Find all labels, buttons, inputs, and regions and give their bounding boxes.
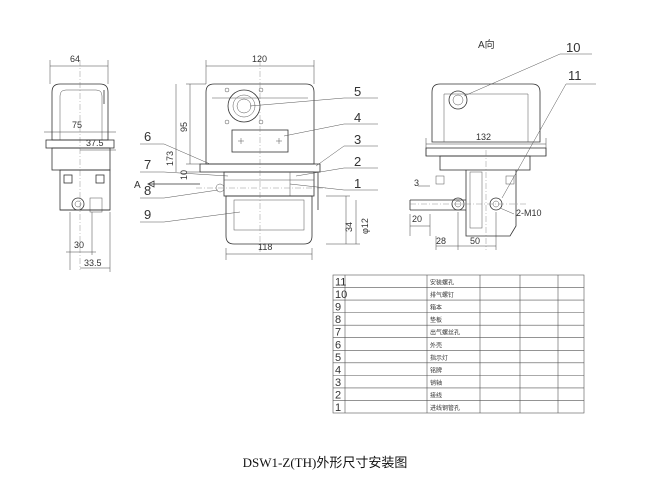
dim-front-118: 118: [258, 242, 272, 252]
bom-row-name: 外壳: [430, 341, 442, 349]
callout-9: 9: [144, 207, 151, 222]
bom-row-name: 接线: [430, 391, 442, 399]
bom-row-number: 1: [335, 402, 341, 414]
dim-view-3: 3: [414, 178, 419, 188]
callout-1: 1: [354, 176, 361, 191]
dim-side-width: 64: [70, 54, 80, 64]
bom-row-number: 11: [335, 277, 346, 289]
front-view: 120 95 173 10: [134, 54, 370, 260]
callout-10: 10: [566, 40, 580, 55]
callout-6: 6: [144, 129, 151, 144]
dim-view-50: 50: [470, 236, 480, 246]
bom-row-name: 铭牌: [430, 366, 442, 374]
callout-4: 4: [354, 110, 361, 125]
bom-row-number: 9: [335, 302, 341, 314]
callout-7: 7: [144, 157, 151, 172]
dim-side-33-5: 33.5: [84, 258, 102, 268]
bom-row-number: 10: [335, 289, 347, 301]
callout-8: 8: [144, 183, 151, 198]
dim-front-width: 120: [252, 54, 267, 64]
bom-row-name: 垫板: [430, 316, 442, 324]
drawing-caption: DSW1-Z(TH)外形尺寸安装图: [242, 455, 408, 470]
bom-row-name: 箱本: [430, 304, 442, 312]
dim-view-bolt: 2-M10: [516, 208, 542, 218]
bom-row-number: 5: [335, 352, 341, 364]
dim-view-132: 132: [476, 132, 491, 142]
dim-side-37-5: 37.5: [86, 138, 104, 148]
bom-row-number: 2: [335, 389, 341, 401]
dim-side-30: 30: [74, 240, 84, 250]
bom-row-number: 6: [335, 339, 341, 351]
callout-5: 5: [354, 84, 361, 99]
dim-front-173: 173: [165, 151, 175, 166]
bom-row-name: 排气螺钉: [430, 291, 454, 299]
dim-side-75: 75: [72, 120, 82, 130]
dim-front-10: 10: [179, 170, 189, 180]
view-a-label: A向: [478, 38, 495, 51]
side-view: 64 75 37.5 30 33.5: [44, 54, 116, 272]
a-view: A向 132 3 20 28: [409, 38, 596, 250]
dim-front-phi12: φ12: [360, 218, 370, 234]
bom-row-name: 出气螺丝孔: [430, 329, 460, 337]
callout-2: 2: [354, 154, 361, 169]
bom-row-name: 销轴: [430, 379, 442, 387]
dim-view-28: 28: [436, 236, 446, 246]
bom-table: 11 安装螺孔 10 排气螺钉 9 箱本 8 垫板 7 出气螺丝孔 6 外壳 5 指示灯 4 铭牌 3 销轴 2 接线…: [332, 274, 585, 414]
dim-view-20: 20: [412, 214, 422, 224]
front-callouts: 5 4 3 2 1 6 7 8 9: [140, 84, 378, 223]
dim-front-95: 95: [179, 122, 189, 132]
dim-front-34: 34: [344, 222, 354, 232]
bom-row-name: 安装螺孔: [430, 279, 454, 287]
callout-3: 3: [354, 132, 361, 147]
arrow-a-label: A: [134, 180, 141, 191]
bom-row-number: 3: [335, 377, 341, 389]
bom-row-number: 8: [335, 314, 341, 326]
bom-row-name: 指示灯: [430, 354, 448, 362]
callout-11: 11: [568, 68, 582, 83]
bom-row-name: 进线钢管孔: [430, 404, 460, 412]
bom-row-number: 4: [335, 364, 341, 376]
bom-row-number: 7: [335, 327, 341, 339]
